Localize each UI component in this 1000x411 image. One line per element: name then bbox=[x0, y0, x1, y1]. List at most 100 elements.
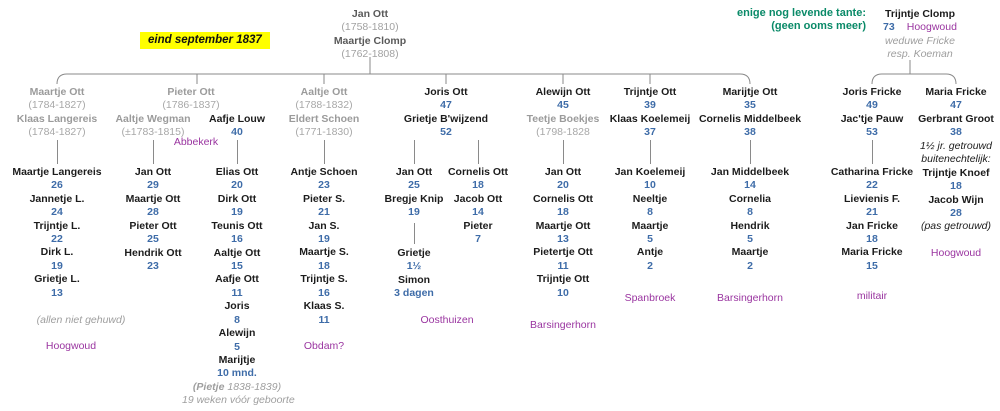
person-name: Antje bbox=[636, 246, 664, 259]
person-age: 10 mnd. bbox=[217, 367, 257, 380]
person-age: 15 bbox=[866, 259, 878, 272]
person-name: Klaas S. bbox=[303, 300, 345, 313]
person-name: Cornelis Ott bbox=[447, 166, 509, 178]
person-age: 5 bbox=[647, 232, 653, 245]
person-name-deceased: Aaltje Ott bbox=[300, 86, 348, 98]
connector-vline bbox=[413, 222, 415, 244]
person-name: Jan Ott bbox=[395, 166, 433, 178]
person-name: Grietje L. bbox=[34, 273, 80, 286]
connector-vline bbox=[649, 139, 651, 164]
person-name: Teunis Ott bbox=[211, 219, 263, 232]
person-name: Pieter S. bbox=[302, 192, 346, 205]
note-italic-gray: weduwe Fricke bbox=[884, 34, 956, 47]
person-name: Alewijn bbox=[218, 327, 256, 340]
col-aaltje-ott: Aaltje Ott(1788-1832)Eldert Schoen(1771-… bbox=[269, 86, 379, 354]
person-name: Jan Ott bbox=[544, 165, 582, 178]
person-name: Jannetje L. bbox=[29, 192, 85, 205]
person-age: 14 bbox=[472, 206, 484, 219]
person-name: Klaas Koelemeij bbox=[609, 112, 691, 125]
place-label: Barsingerhorn bbox=[530, 319, 596, 332]
date-note-row: eind september 1837 bbox=[140, 32, 270, 49]
place-label: Obdam? bbox=[303, 340, 345, 353]
person-age: 18 bbox=[318, 259, 330, 272]
person-name: Dirk Ott bbox=[217, 192, 257, 205]
person-name: Trijntje S. bbox=[300, 273, 348, 286]
person-age: 20 bbox=[557, 179, 569, 192]
connector-vline bbox=[152, 139, 154, 164]
footnote-stillborn: (Pietje 1838-1839) bbox=[182, 381, 292, 394]
person-age: 19 bbox=[231, 206, 243, 219]
person-age: 18 bbox=[866, 232, 878, 245]
person-name-deceased: Teetje Boekjes bbox=[526, 112, 600, 125]
aunt-age-place: 73 Hoogwoud bbox=[855, 21, 985, 34]
person-name: Dirk L. bbox=[40, 246, 74, 259]
connector-vline bbox=[562, 139, 564, 164]
person-name-deceased: Klaas Langereis bbox=[16, 112, 98, 125]
person-name: Trijntje Ott bbox=[623, 86, 677, 98]
col-pieter-ott-header: Pieter Ott(1786-1837) bbox=[131, 86, 251, 113]
person-name: Maartje Langereis bbox=[12, 165, 102, 178]
root-couple: Jan Ott(1758-1810)Maartje Clomp(1762-180… bbox=[300, 8, 440, 62]
person-age: 38 bbox=[744, 126, 756, 139]
person-age: 22 bbox=[866, 179, 878, 192]
person-age: 37 bbox=[644, 126, 656, 139]
person-name: Trijntje Ott bbox=[536, 273, 590, 286]
person-name: Jan Middelbeek bbox=[710, 165, 790, 178]
person-age: 73 bbox=[883, 21, 895, 34]
person-age: 45 bbox=[557, 99, 569, 112]
person-name: Joris Fricke bbox=[842, 86, 902, 98]
abbekerk-label: Abbekerk bbox=[151, 136, 241, 149]
person-dates: (1771-1830) bbox=[295, 126, 353, 139]
person-age: 13 bbox=[51, 286, 63, 299]
person-age: 35 bbox=[744, 99, 756, 112]
person-age: 21 bbox=[866, 206, 878, 219]
person-name: Trijntje Clomp bbox=[884, 8, 955, 20]
person-age: 52 bbox=[440, 126, 452, 139]
person-age: 25 bbox=[408, 179, 420, 192]
person-name: Pieter Ott bbox=[129, 219, 177, 232]
person-age: 28 bbox=[147, 206, 159, 219]
person-name: Maartje Ott bbox=[125, 192, 181, 205]
person-age: 11 bbox=[231, 286, 243, 299]
person-name: Cornelis Middelbeek bbox=[698, 112, 802, 125]
place-label: Oosthuizen bbox=[420, 314, 474, 326]
person-name: Aafje Louw bbox=[208, 113, 265, 125]
person-age: 18 bbox=[950, 180, 962, 193]
person-name: Bregje Knip bbox=[384, 192, 444, 205]
connector-vline bbox=[749, 139, 751, 164]
person-age: 15 bbox=[231, 259, 243, 272]
person-dates: (1758-1810) bbox=[341, 21, 399, 34]
person-age: 19 bbox=[51, 259, 63, 272]
date-highlight: eind september 1837 bbox=[140, 32, 270, 49]
person-age: 19 bbox=[408, 206, 420, 219]
note-italic-gray: 19 weken vóór geboorte bbox=[182, 394, 295, 407]
person-dates: (±1783-1815) bbox=[121, 126, 185, 139]
footnote-name: (Pietje bbox=[192, 380, 225, 393]
person-name: Trijntje L. bbox=[33, 219, 81, 232]
person-age: 1½ bbox=[406, 260, 422, 273]
person-age: 3 dagen bbox=[394, 287, 434, 300]
person-age: 25 bbox=[147, 233, 159, 246]
place-label: Hoogwoud bbox=[906, 21, 957, 34]
person-name: Lievienis F. bbox=[843, 192, 901, 205]
note-italic-gray: (allen niet gehuwd) bbox=[36, 313, 126, 326]
col-maartje-ott: Maartje Ott(1784-1827)Klaas Langereis(17… bbox=[0, 86, 125, 354]
oosthuizen-label: Oosthuizen bbox=[397, 314, 497, 327]
person-age: 19 bbox=[318, 232, 330, 245]
person-name: Maria Fricke bbox=[925, 86, 987, 98]
person-age: 20 bbox=[231, 179, 243, 192]
person-dates: (1784-1827) bbox=[28, 126, 86, 139]
footnote-dates: 1838-1839) bbox=[224, 380, 282, 393]
aunt-remark-line: enige nog levende tante: bbox=[737, 7, 866, 19]
person-age: 13 bbox=[557, 232, 569, 245]
person-name: Hendrik Ott bbox=[124, 246, 182, 259]
person-age: 8 bbox=[647, 206, 653, 219]
person-age: 40 bbox=[231, 126, 243, 139]
person-name: Gerbrant Groot bbox=[918, 112, 994, 125]
person-name: Cornelia bbox=[728, 192, 771, 205]
